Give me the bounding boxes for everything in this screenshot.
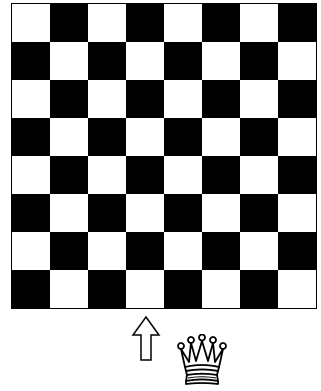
board-square[interactable] [88, 156, 126, 194]
board-square[interactable] [240, 42, 278, 80]
board-square[interactable] [126, 118, 164, 156]
board-square[interactable] [240, 232, 278, 270]
board-square[interactable] [12, 156, 50, 194]
board-square[interactable] [88, 270, 126, 308]
board-square[interactable] [278, 80, 316, 118]
board-square[interactable] [88, 232, 126, 270]
board-square[interactable] [278, 270, 316, 308]
column-indicator[interactable] [131, 316, 161, 362]
board-square[interactable] [278, 194, 316, 232]
board-square[interactable] [50, 80, 88, 118]
board-square[interactable] [12, 270, 50, 308]
board-square[interactable] [50, 42, 88, 80]
board-square[interactable] [164, 194, 202, 232]
board-square[interactable] [202, 80, 240, 118]
queen-icon [177, 334, 227, 386]
board-square[interactable] [202, 194, 240, 232]
board-square[interactable] [88, 4, 126, 42]
board-square[interactable] [126, 194, 164, 232]
board-square[interactable] [240, 80, 278, 118]
board-square[interactable] [126, 80, 164, 118]
board-square[interactable] [12, 80, 50, 118]
board-square[interactable] [202, 156, 240, 194]
board-square[interactable] [164, 232, 202, 270]
board-square[interactable] [278, 118, 316, 156]
board-square[interactable] [164, 80, 202, 118]
board-square[interactable] [164, 42, 202, 80]
board-square[interactable] [164, 118, 202, 156]
board-square[interactable] [164, 156, 202, 194]
board-square[interactable] [12, 232, 50, 270]
board-square[interactable] [202, 232, 240, 270]
board-square[interactable] [202, 42, 240, 80]
board-square[interactable] [126, 232, 164, 270]
board-square[interactable] [88, 118, 126, 156]
board-square[interactable] [126, 156, 164, 194]
board-square[interactable] [278, 4, 316, 42]
board-square[interactable] [50, 270, 88, 308]
board-square[interactable] [278, 232, 316, 270]
board-square[interactable] [12, 4, 50, 42]
board-square[interactable] [126, 4, 164, 42]
board-square[interactable] [202, 118, 240, 156]
board-square[interactable] [240, 4, 278, 42]
board-square[interactable] [164, 4, 202, 42]
board-square[interactable] [278, 156, 316, 194]
board-square[interactable] [12, 194, 50, 232]
queen-piece[interactable] [177, 334, 227, 386]
board-square[interactable] [50, 4, 88, 42]
board-square[interactable] [202, 270, 240, 308]
chessboard [12, 4, 316, 308]
board-square[interactable] [50, 232, 88, 270]
board-square[interactable] [126, 270, 164, 308]
board-square[interactable] [50, 156, 88, 194]
board-square[interactable] [50, 194, 88, 232]
board-square[interactable] [88, 80, 126, 118]
board-square[interactable] [12, 118, 50, 156]
board-square[interactable] [88, 194, 126, 232]
board-square[interactable] [88, 42, 126, 80]
board-square[interactable] [126, 42, 164, 80]
board-square[interactable] [240, 156, 278, 194]
up-arrow-icon [131, 316, 161, 362]
board-square[interactable] [202, 4, 240, 42]
board-square[interactable] [164, 270, 202, 308]
board-square[interactable] [12, 42, 50, 80]
board-square[interactable] [278, 42, 316, 80]
board-square[interactable] [240, 118, 278, 156]
board-square[interactable] [50, 118, 88, 156]
board-square[interactable] [240, 194, 278, 232]
board-square[interactable] [240, 270, 278, 308]
